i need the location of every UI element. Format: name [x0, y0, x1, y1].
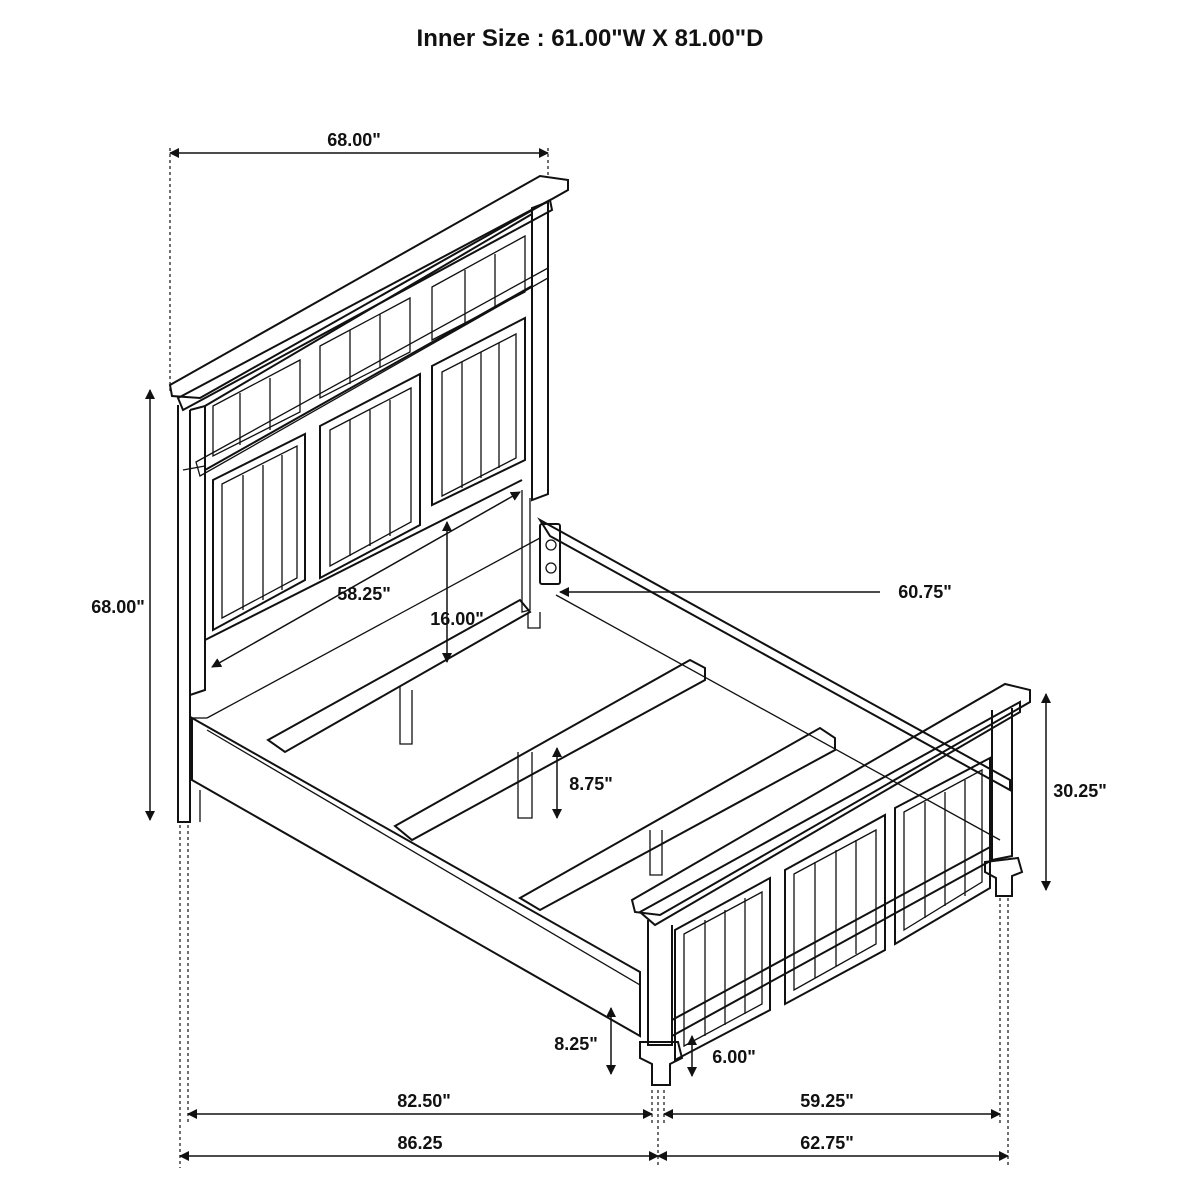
dim-side-rail-length: 60.75": [898, 582, 952, 602]
dim-width-overall: 62.75": [800, 1133, 854, 1153]
dim-footboard-height: 30.25": [1053, 781, 1107, 801]
dim-headboard-width: 68.00": [327, 130, 381, 150]
dim-length-inner: 82.50": [397, 1091, 451, 1111]
dim-headboard-height: 68.00": [91, 597, 145, 617]
dim-rail-ground-clearance: 8.25": [554, 1034, 598, 1054]
dim-foot-height: 6.00": [712, 1047, 756, 1067]
diagram-title: Inner Size : 61.00"W X 81.00"D: [417, 25, 764, 52]
dim-width-inner: 59.25": [800, 1091, 854, 1111]
dim-headboard-inner-width: 58.25": [337, 584, 391, 604]
extension-lines: [169, 148, 1009, 1168]
dim-length-overall: 86.25: [397, 1133, 442, 1153]
dim-slat-height: 8.75": [569, 774, 613, 794]
footboard: [630, 682, 1031, 1086]
dim-rail-clearance: 16.00": [430, 609, 484, 629]
dim-line-headboard-inner: [211, 491, 521, 668]
